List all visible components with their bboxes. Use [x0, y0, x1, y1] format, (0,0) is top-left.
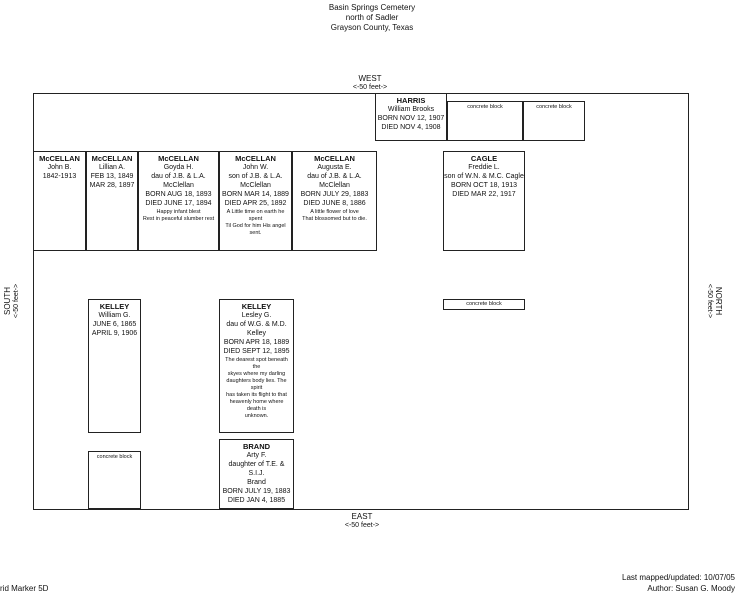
concrete-block-label: concrete block: [467, 104, 503, 110]
born-date: BORN JULY 29, 1883: [300, 191, 369, 198]
parent-surname: Brand: [247, 479, 266, 486]
east-direction: EAST <-50 feet->: [322, 512, 402, 530]
died-date: APRIL 9, 1906: [91, 330, 138, 337]
given-name: William Brooks: [387, 106, 435, 113]
life-dates: 1842-1913: [42, 173, 77, 180]
died-date: MAR 28, 1897: [89, 182, 135, 189]
surname: KELLEY: [241, 302, 272, 311]
died-date: DIED JUNE 17, 1894: [145, 200, 212, 207]
plot-kelley-william[interactable]: KELLEY William G. JUNE 6, 1865 APRIL 9, …: [88, 299, 141, 433]
epitaph-line: Til God for him His angel: [225, 223, 286, 229]
given-name: John B.: [47, 164, 72, 171]
author-label: Author: Susan G. Moody: [647, 584, 735, 593]
plot-mccellan-augusta[interactable]: McCELLAN Augusta E. dau of J.B. & L.A. M…: [292, 151, 377, 251]
parentage: son of W.N. & M.C. Cagle: [444, 173, 524, 180]
died-date: DIED SEPT 12, 1895: [223, 348, 290, 355]
plot-mccellan-lillian[interactable]: McCELLAN Lillian A. FEB 13, 1849 MAR 28,…: [86, 151, 138, 251]
west-label: WEST: [358, 74, 382, 83]
epitaph-line: Rest in peaceful slumber rest: [142, 216, 215, 222]
surname: McCELLAN: [235, 154, 276, 163]
born-date: BORN MAR 14, 1889: [222, 191, 289, 198]
surname: CAGLE: [470, 154, 498, 163]
given-name: Lillian A.: [98, 164, 126, 171]
plot-kelley-lesley[interactable]: KELLEY Lesley G. dau of W.G. & M.D. Kell…: [219, 299, 294, 433]
epitaph-line: unknown.: [244, 413, 269, 419]
surname: McCELLAN: [39, 154, 80, 163]
concrete-block-label: concrete block: [466, 301, 502, 307]
parent-surname: McClellan: [163, 182, 194, 189]
grid-marker-label: rid Marker 5D: [0, 584, 49, 593]
plot-mccellan-goyda[interactable]: McCELLAN Goyda H. dau of J.B. & L.A. McC…: [138, 151, 219, 251]
east-label: EAST: [351, 512, 373, 521]
plot-harris[interactable]: HARRIS William Brooks BORN NOV 12, 1907 …: [375, 93, 447, 141]
county-line: Grayson County, Texas: [330, 23, 414, 32]
concrete-block-label: concrete block: [96, 454, 133, 460]
epitaph-line: skyes where my darling: [227, 371, 286, 377]
epitaph-line: Happy infant blest: [156, 209, 201, 215]
south-distance: <-50 feet->: [13, 283, 20, 319]
parentage: son of J.B. & L.A.: [228, 173, 283, 180]
died-date: DIED JUNE 8, 1886: [303, 200, 366, 207]
epitaph-line: has taken its flight to that: [226, 392, 287, 398]
plot-mccellan-john-b[interactable]: McCELLAN John B. 1842-1913: [33, 151, 86, 251]
plot-concrete-block-2[interactable]: concrete block: [523, 101, 585, 141]
west-direction: WEST <-50 feet->: [330, 74, 410, 92]
born-date: BORN NOV 12, 1907: [377, 115, 445, 122]
born-date: BORN JULY 19, 1883: [222, 488, 291, 495]
parentage: dau of J.B. & L.A.: [151, 173, 206, 180]
parentage: dau of J.B. & L.A. McClellan: [307, 173, 362, 189]
plot-brand[interactable]: BRAND Arty F. daughter of T.E. & S.I.J. …: [219, 439, 294, 509]
south-direction: SOUTH <-50 feet->: [3, 271, 21, 331]
cemetery-boundary: [33, 93, 689, 510]
north-label: NORTH: [714, 286, 723, 316]
surname: McCELLAN: [314, 154, 355, 163]
born-date: BORN OCT 18, 1913: [450, 182, 517, 189]
given-name: Augusta E.: [317, 164, 352, 171]
surname: KELLEY: [99, 302, 130, 311]
concrete-block-label: concrete block: [536, 104, 572, 110]
died-date: DIED NOV 4, 1908: [381, 124, 441, 131]
plot-concrete-block-4[interactable]: concrete block: [88, 451, 141, 509]
epitaph-line: A little flower of love: [310, 209, 359, 215]
last-mapped-label: Last mapped/updated: 10/07/05: [622, 573, 735, 582]
born-date: JUNE 6, 1865: [92, 321, 137, 328]
cemetery-title: Basin Springs Cemetery: [328, 3, 416, 12]
given-name: John W.: [242, 164, 269, 171]
surname: HARRIS: [396, 96, 426, 105]
epitaph-line: The dearest spot beneath the: [225, 357, 288, 370]
south-label: SOUTH: [3, 287, 12, 315]
plot-mccellan-john-w[interactable]: McCELLAN John W. son of J.B. & L.A. McCl…: [219, 151, 292, 251]
epitaph-line: sent.: [249, 230, 262, 236]
died-date: DIED APR 25, 1892: [224, 200, 287, 207]
north-direction: NORTH <-50 feet->: [705, 271, 723, 331]
born-date: BORN AUG 18, 1893: [145, 191, 212, 198]
west-distance: <-50 feet->: [352, 84, 388, 91]
location-line: north of Sadler: [345, 13, 399, 22]
parent-surname: McClellan: [240, 182, 271, 189]
died-date: DIED JAN 4, 1885: [227, 497, 286, 504]
plot-cagle[interactable]: CAGLE Freddie L. son of W.N. & M.C. Cagl…: [443, 151, 525, 251]
plot-concrete-block-3[interactable]: concrete block: [443, 299, 525, 310]
given-name: Freddie L.: [468, 164, 500, 171]
epitaph-line: daughters body lies. The spirit: [226, 378, 287, 391]
parent-surname: Kelley: [246, 330, 267, 337]
surname: McCELLAN: [158, 154, 199, 163]
epitaph-line: That blossomed but to die.: [302, 216, 367, 222]
parentage: daughter of T.E. & S.I.J.: [228, 461, 285, 477]
plot-concrete-block-1[interactable]: concrete block: [447, 101, 523, 141]
epitaph-line: A Little time on earth he spent: [226, 209, 285, 222]
surname: BRAND: [242, 442, 271, 451]
given-name: Lesley G.: [241, 312, 272, 319]
given-name: William G.: [98, 312, 131, 319]
parentage: dau of W.G. & M.D.: [226, 321, 287, 328]
surname: McCELLAN: [91, 154, 133, 163]
born-date: BORN APR 18, 1889: [223, 339, 290, 346]
born-date: FEB 13, 1849: [90, 173, 134, 180]
east-distance: <-50 feet->: [344, 522, 380, 529]
north-distance: <-50 feet->: [706, 283, 713, 319]
epitaph-line: heavenly home where death is: [229, 399, 284, 412]
given-name: Goyda H.: [163, 164, 194, 171]
given-name: Arty F.: [246, 452, 267, 459]
died-date: DIED MAR 22, 1917: [452, 191, 516, 198]
